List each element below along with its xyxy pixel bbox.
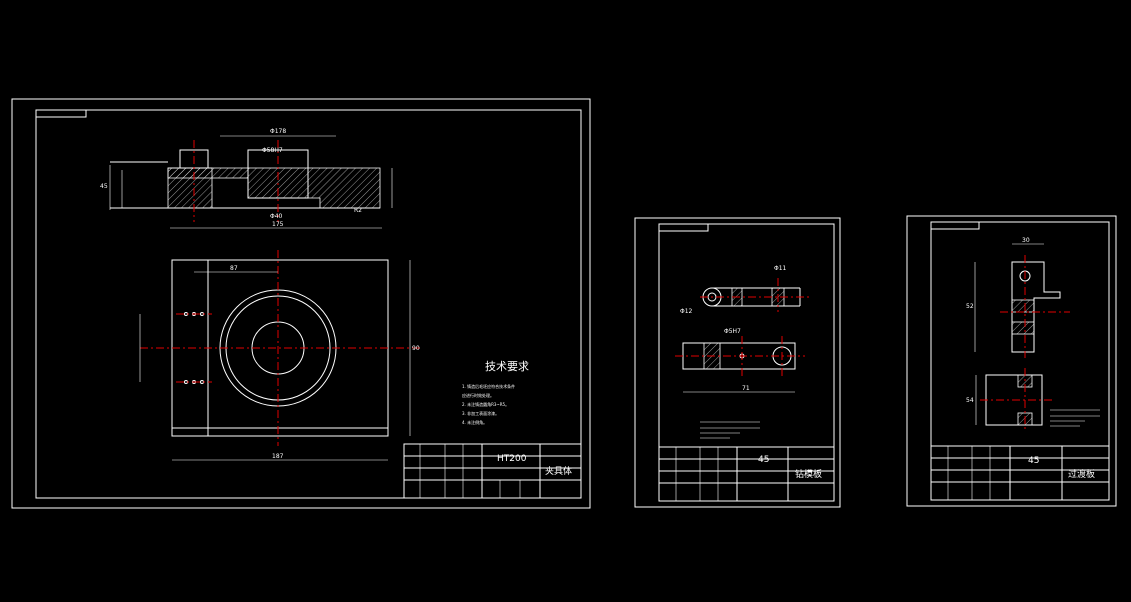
material-label-2: 45 <box>758 455 769 465</box>
dim-45: 45 <box>100 183 108 190</box>
section-left-block <box>167 167 213 209</box>
sheet-2-outer-border <box>634 217 841 508</box>
dim-54: 54 <box>966 397 974 404</box>
dim-d178: Φ178 <box>270 128 286 135</box>
sheet-3-notes <box>1050 409 1100 427</box>
tech-note-5: 4. 未注倒角。 <box>462 419 487 425</box>
sheet-2-front-view: Φ5H7 71 <box>675 328 805 393</box>
title-block-2: 45 钻模板 <box>658 446 835 502</box>
dim-d40: Φ40 <box>270 213 283 220</box>
dim-d12: Φ12 <box>680 308 693 315</box>
dim-87: 87 <box>230 265 238 272</box>
sheet-3: 30 52 54 45 <box>906 215 1117 507</box>
sheet-3-section-view: 54 <box>966 368 1052 432</box>
tech-note-1: 1. 铸造后毛坯应符合技术条件 <box>462 383 515 389</box>
sheet-2: Φ11 Φ12 Φ5H7 71 <box>634 217 841 508</box>
sheet-1-inner-border <box>35 109 582 499</box>
dim-52: 52 <box>966 303 974 310</box>
dim-30: 30 <box>1022 237 1030 244</box>
tech-requirements: 技术要求 1. 铸造后毛坯应符合技术条件 应进行时效处理。 2. 未注铸造圆角R… <box>462 360 529 425</box>
tech-note-3: 2. 未注铸造圆角R3~R5。 <box>462 401 509 407</box>
plan-view: 87 187 90 <box>139 250 420 461</box>
dim-90: 90 <box>412 345 420 352</box>
dim-d58h7: Φ58H7 <box>262 147 283 154</box>
tech-title: 技术要求 <box>485 360 529 373</box>
title-block-1: HT200 夹具体 <box>403 443 582 499</box>
title-block-3: 45 过渡板 <box>930 445 1110 501</box>
sheet-2-top-view: Φ11 Φ12 <box>680 265 810 315</box>
sheet-3-top-view: 30 52 <box>966 237 1070 358</box>
dim-d5h7: Φ5H7 <box>724 328 741 335</box>
sheet-1-outer-border <box>11 98 591 509</box>
dim-187: 187 <box>272 453 284 460</box>
dim-d11: Φ11 <box>774 265 787 272</box>
tech-note-2: 应进行时效处理。 <box>462 392 494 398</box>
sheet-2-notes <box>700 421 760 439</box>
sheet-3-outer-border <box>906 215 1117 507</box>
sheet-1: Φ178 Φ58H7 Φ40 175 45 R2 <box>11 98 591 509</box>
material-label: HT200 <box>497 454 527 464</box>
dim-175: 175 <box>272 221 284 228</box>
dim-r2: R2 <box>354 207 362 214</box>
plan-outline <box>171 259 389 437</box>
part-name: 夹具体 <box>545 465 572 477</box>
section-center-boss <box>247 149 309 199</box>
tech-note-4: 3. 非加工表面涂漆。 <box>462 410 499 416</box>
part-name-2: 钻模板 <box>795 468 822 480</box>
sheet-1-corner-tag <box>35 109 87 118</box>
part-name-3: 过渡板 <box>1068 468 1095 480</box>
section-view-top: Φ178 Φ58H7 Φ40 175 45 R2 <box>100 128 393 229</box>
material-label-3: 45 <box>1028 456 1039 466</box>
dim-71: 71 <box>742 385 750 392</box>
